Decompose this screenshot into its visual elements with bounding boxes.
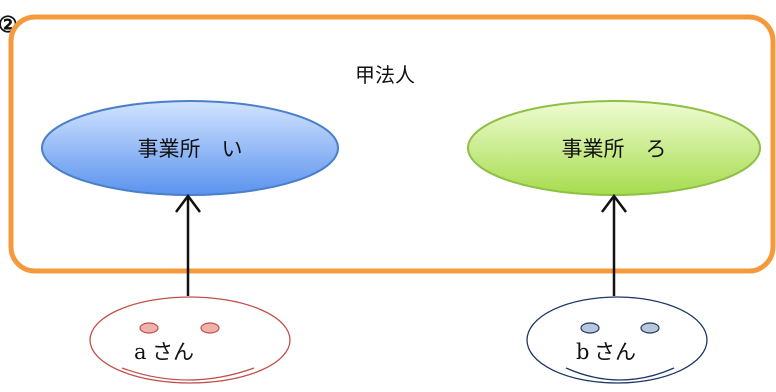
person-b-name: b xyxy=(576,340,589,364)
left-eye-icon xyxy=(139,322,159,334)
office-i-label: 事業所 い xyxy=(138,137,243,161)
smiley-face-icon xyxy=(526,296,708,384)
left-eye-icon xyxy=(580,322,600,334)
right-eye-icon xyxy=(640,322,660,334)
office-i-ellipse xyxy=(41,100,339,196)
office-ro-label: 事業所 ろ xyxy=(562,137,667,161)
arrow-head-icon xyxy=(601,193,627,213)
person-a-suffix: さん xyxy=(152,340,194,364)
organization-label: 甲法人 xyxy=(355,63,415,87)
arrow-head-icon xyxy=(175,193,201,213)
arrow-b-to-office-ro xyxy=(601,193,627,296)
person-a: a さん xyxy=(89,296,291,384)
person-b: b さん xyxy=(526,296,708,384)
office-ro: 事業所 ろ xyxy=(467,100,761,196)
smiley-face-icon xyxy=(89,296,291,384)
right-eye-icon xyxy=(200,322,220,334)
person-b-suffix: さん xyxy=(594,340,636,364)
office-i: 事業所 い xyxy=(41,100,339,196)
mouth-icon xyxy=(565,367,675,381)
person-a-name: a xyxy=(134,340,147,364)
arrow-a-to-office-i xyxy=(175,193,201,296)
mouth-icon xyxy=(121,367,255,381)
organization-boundary xyxy=(8,14,776,274)
